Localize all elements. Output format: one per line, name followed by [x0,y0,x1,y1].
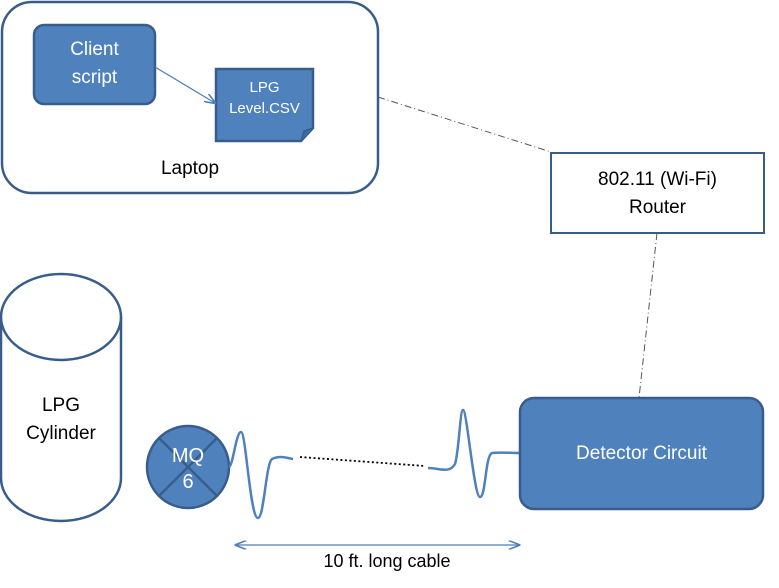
csv-file-fold [300,127,314,142]
router-line1: 802.11 (Wi-Fi) [598,169,717,190]
detector-circuit-box [518,396,765,511]
client-script-box [32,23,157,106]
sensor-line1: MQ [171,445,205,467]
sensor-cross-2 [158,437,218,497]
cylinder-body [0,317,123,523]
client-script-line2: script [71,67,118,88]
laptop-label: Laptop [160,158,220,179]
csv-file-line1: LPG [249,79,280,96]
router-line2: Router [628,197,687,218]
sensor-line2: 6 [182,471,194,493]
client-script-line1: Client [70,39,119,60]
cylinder-label: LPG Cylinder [1,392,121,448]
cylinder-line1: LPG [41,395,81,416]
router-label: 802.11 (Wi-Fi) Router [551,166,764,222]
laptop-router-link [377,96,552,153]
cable-wave-left [228,430,294,520]
cable-length-label: 10 ft. long cable [323,551,451,571]
detector-circuit-label: Detector Circuit [576,443,707,464]
client-script-label: Client script [34,36,155,92]
client-to-csv-arrow [154,66,215,103]
router-box [550,152,765,234]
csv-file-label: LPG Level.CSV [216,77,313,119]
cylinder-top [0,272,123,362]
router-detector-link [638,232,658,399]
cable-wave-right [427,408,520,499]
csv-file-line2: Level.CSV [229,100,300,117]
sensor-label: MQ 6 [160,443,216,495]
cylinder-line2: Cylinder [26,423,96,444]
cable-dotted [299,456,426,467]
